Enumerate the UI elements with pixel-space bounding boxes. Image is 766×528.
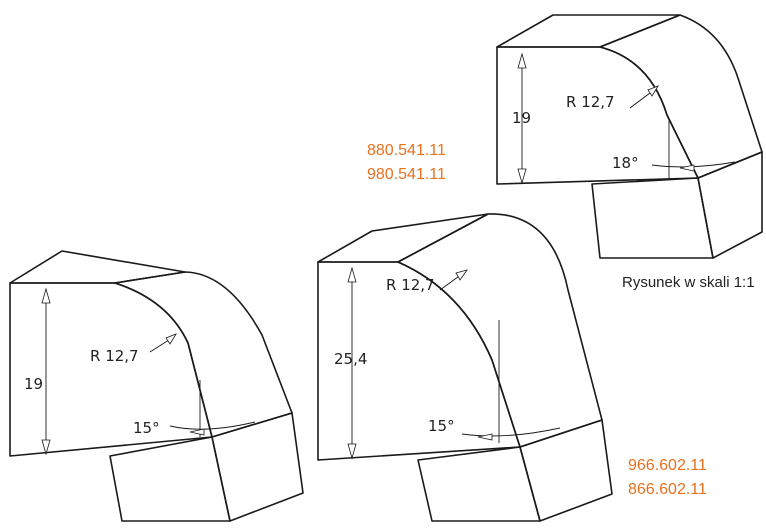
product-code-top-1: 880.541.11 [367, 142, 446, 159]
workpiece-lower-side [211, 412, 304, 522]
profile-bottom-center-radius: R 12,7 [386, 276, 435, 294]
product-code-top-2: 980.541.11 [367, 166, 446, 183]
workpiece-lower-front [417, 446, 541, 522]
profiled-edge-orange [114, 271, 293, 438]
workpiece-lower-front [591, 177, 714, 259]
workpiece-front-face [9, 282, 213, 457]
scale-note: Rysunek w skali 1:1 [622, 274, 755, 291]
profile-bottom-left-height: 19 [24, 375, 43, 393]
product-code-bottom-2: 866.602.11 [628, 481, 707, 498]
profile-top-right-height: 19 [512, 109, 531, 127]
profile-bottom-left-radius: R 12,7 [90, 347, 139, 365]
profile-bottom-center-angle: 15° [428, 417, 455, 435]
workpiece-lower-side [519, 419, 613, 522]
workpiece-lower-side [697, 151, 763, 259]
profile-top-right-angle: 18° [612, 154, 639, 172]
workpiece-top-face [9, 250, 186, 284]
profile-bottom-left: 19 R 12,7 15° [9, 250, 304, 522]
product-code-bottom-1: 966.602.11 [628, 457, 707, 474]
profile-top-right-radius: R 12,7 [566, 93, 615, 111]
workpiece-lower-front [109, 436, 231, 522]
workpiece-top-face [496, 14, 681, 48]
workpiece-top-face [317, 213, 489, 263]
profiled-edge-orange [397, 213, 603, 448]
profile-bottom-center: 25,4 R 12,7 15° [317, 213, 613, 522]
profile-bottom-center-height: 25,4 [334, 350, 367, 368]
profile-bottom-left-angle: 15° [133, 419, 160, 437]
profile-top-right: 19 R 12,7 18° [496, 14, 763, 259]
